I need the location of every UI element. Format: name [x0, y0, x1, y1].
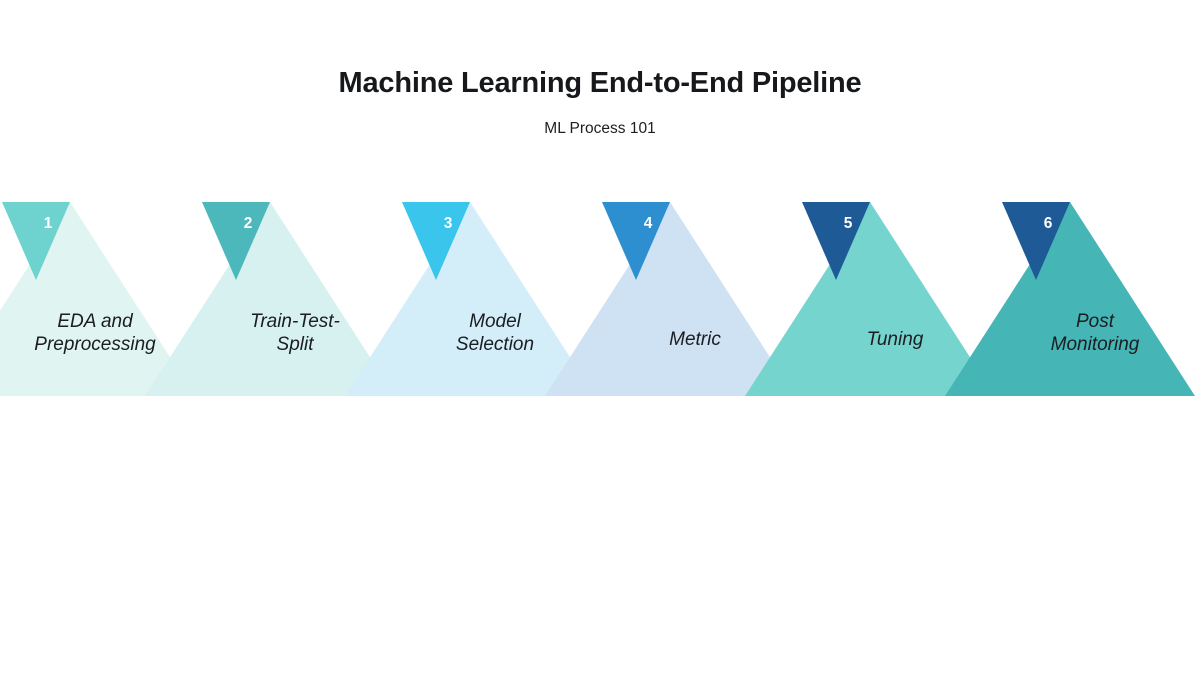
- page-title: Machine Learning End-to-End Pipeline: [338, 67, 862, 99]
- step-number-badge: [402, 202, 470, 280]
- step-number-badge: [1002, 202, 1070, 280]
- step-number-badge: [602, 202, 670, 280]
- step-number-badge: [802, 202, 870, 280]
- step-triangle: [145, 202, 395, 396]
- page-subtitle: ML Process 101: [544, 119, 656, 137]
- step-number-badge: [202, 202, 270, 280]
- step-triangle: [945, 202, 1195, 396]
- diagram-header: Machine Learning End-to-End Pipeline ML …: [0, 0, 1200, 138]
- step-triangle: [545, 202, 795, 396]
- step-triangle: [745, 202, 995, 396]
- step-number-badge: [2, 202, 70, 280]
- step-triangle: [345, 202, 595, 396]
